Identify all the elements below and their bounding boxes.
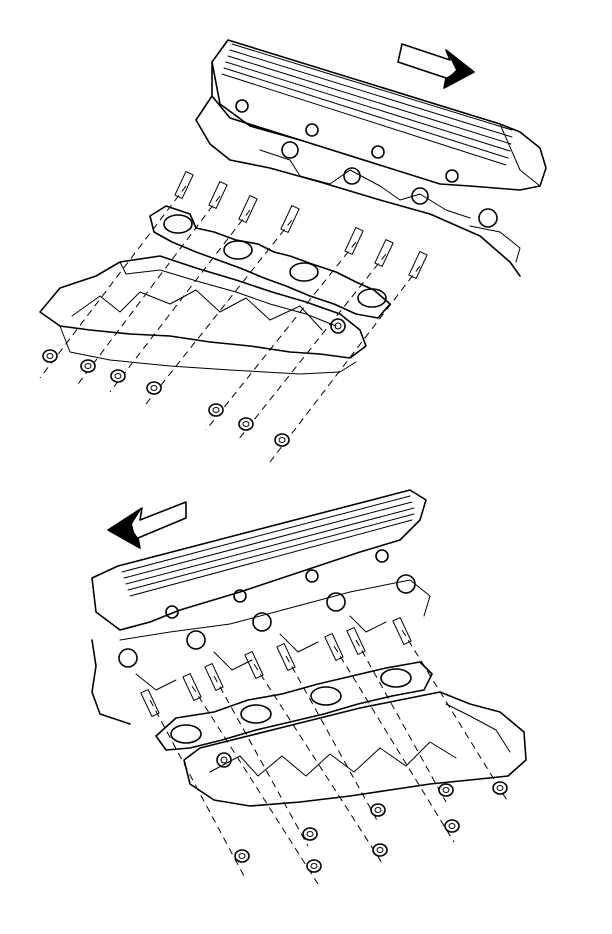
nut-7 — [438, 783, 454, 797]
nut-1 — [234, 849, 250, 863]
nut-6 — [444, 819, 460, 833]
bolt-guide-lines — [39, 185, 421, 463]
nut-4 — [372, 843, 388, 857]
upper-view — [39, 39, 547, 463]
cylinder-head — [91, 574, 431, 725]
manifold-studs — [140, 617, 412, 717]
nut-4 — [146, 381, 162, 395]
manifold-gasket — [149, 205, 391, 319]
cylinder-head — [195, 95, 521, 277]
nut-8 — [492, 781, 508, 795]
manifold-nuts — [234, 781, 508, 873]
direction-arrow-right-icon — [397, 43, 475, 89]
exhaust-manifold — [183, 691, 527, 807]
nut-1 — [42, 349, 58, 363]
valve-cover — [91, 489, 427, 631]
nut-5 — [208, 403, 224, 417]
nut-2 — [306, 859, 322, 873]
nut-7 — [274, 433, 290, 447]
nut-3 — [302, 827, 318, 841]
nut-2 — [80, 359, 96, 373]
direction-arrow-left-icon — [107, 501, 187, 549]
bolt-guide-lines — [149, 629, 509, 885]
manifold-gasket — [155, 661, 433, 751]
nut-6 — [238, 417, 254, 431]
manifold-nuts — [42, 349, 290, 447]
nut-3 — [110, 369, 126, 383]
lower-view — [91, 489, 527, 885]
nut-5 — [370, 803, 386, 817]
manifold-studs — [174, 171, 428, 279]
valve-cover — [211, 39, 547, 191]
